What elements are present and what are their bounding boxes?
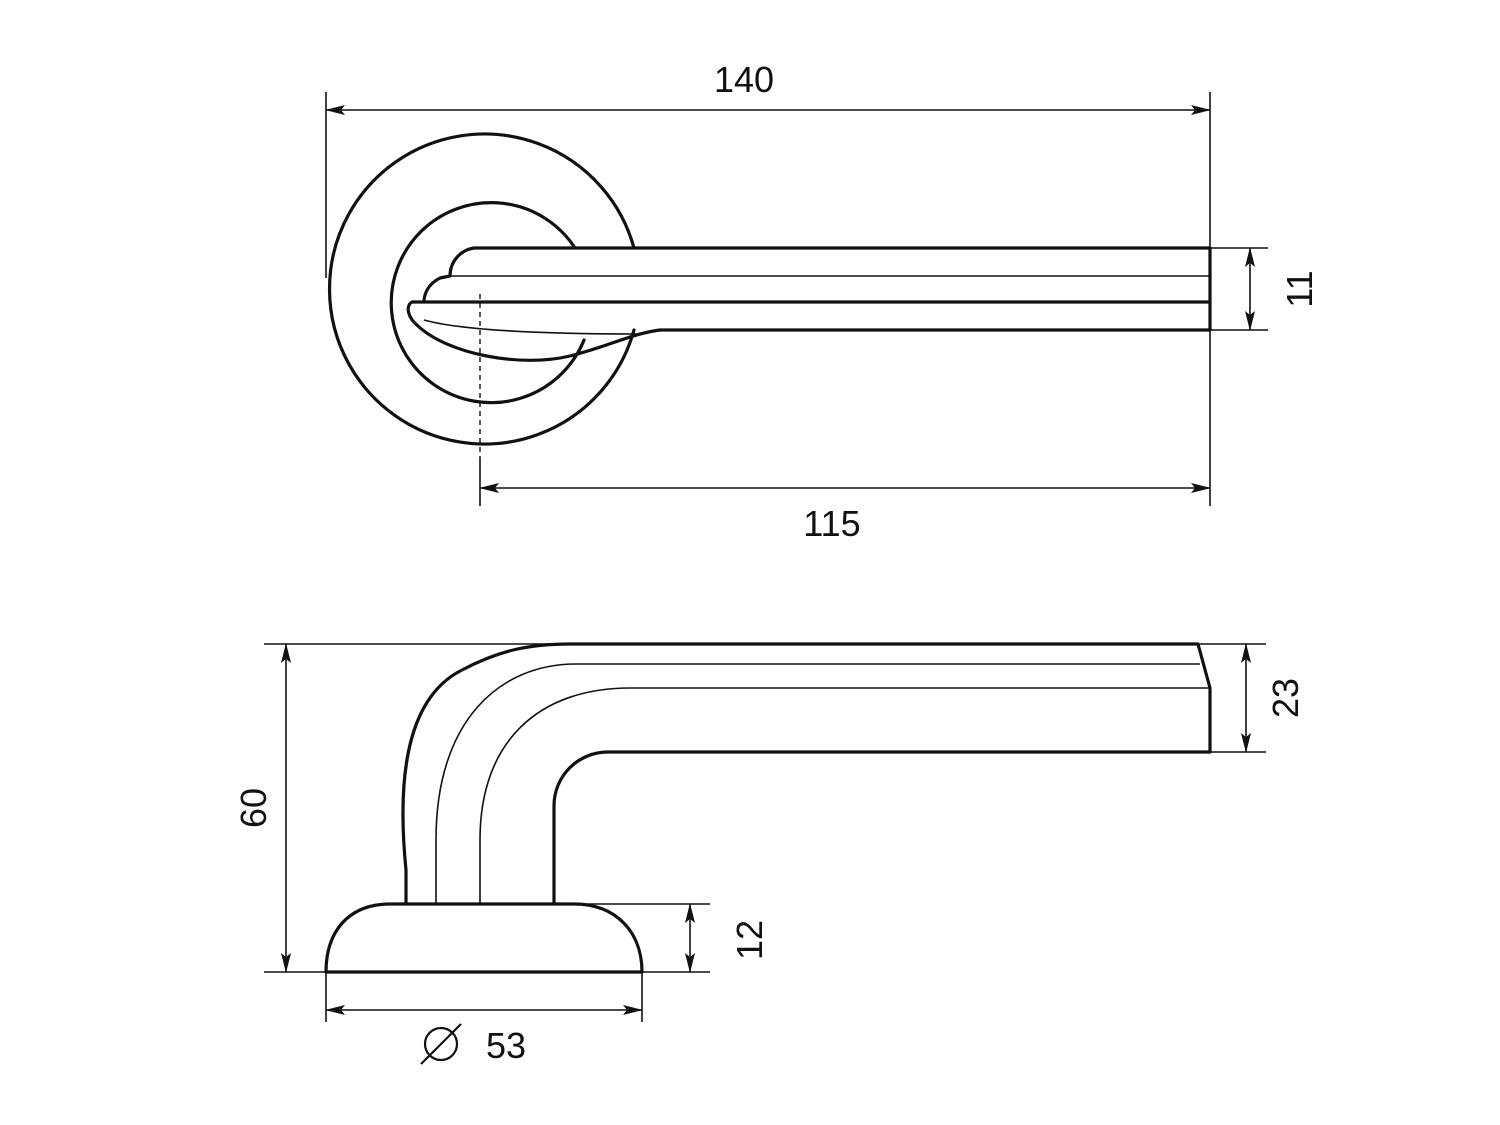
rose-outer-circle [327,132,636,446]
dim-rose-diameter: 53 [325,972,643,1066]
diameter-symbol [420,1023,462,1065]
dim-projection-length: 115 [479,330,1211,544]
dim-label-11: 11 [1279,270,1320,307]
dim-label-53: 53 [486,1025,526,1066]
dim-handle-height: 23 [1198,643,1306,753]
lever-side [401,642,1212,906]
dim-overall-height: 60 [233,643,570,973]
dim-handle-thickness: 11 [1210,247,1320,331]
dim-label-140: 140 [714,59,774,100]
side-view: 60 23 12 53 [233,642,1306,1066]
dim-label-12: 12 [729,920,770,960]
dim-rose-height: 12 [574,903,770,973]
lever-top [406,246,1212,458]
rose-inner-ring [389,201,586,405]
dim-label-23: 23 [1265,678,1306,718]
rose-base [324,902,644,974]
dim-label-115: 115 [803,503,860,544]
dim-label-60: 60 [233,788,274,828]
dim-overall-length: 140 [325,59,1211,278]
top-view: 140 11 115 [325,59,1320,544]
